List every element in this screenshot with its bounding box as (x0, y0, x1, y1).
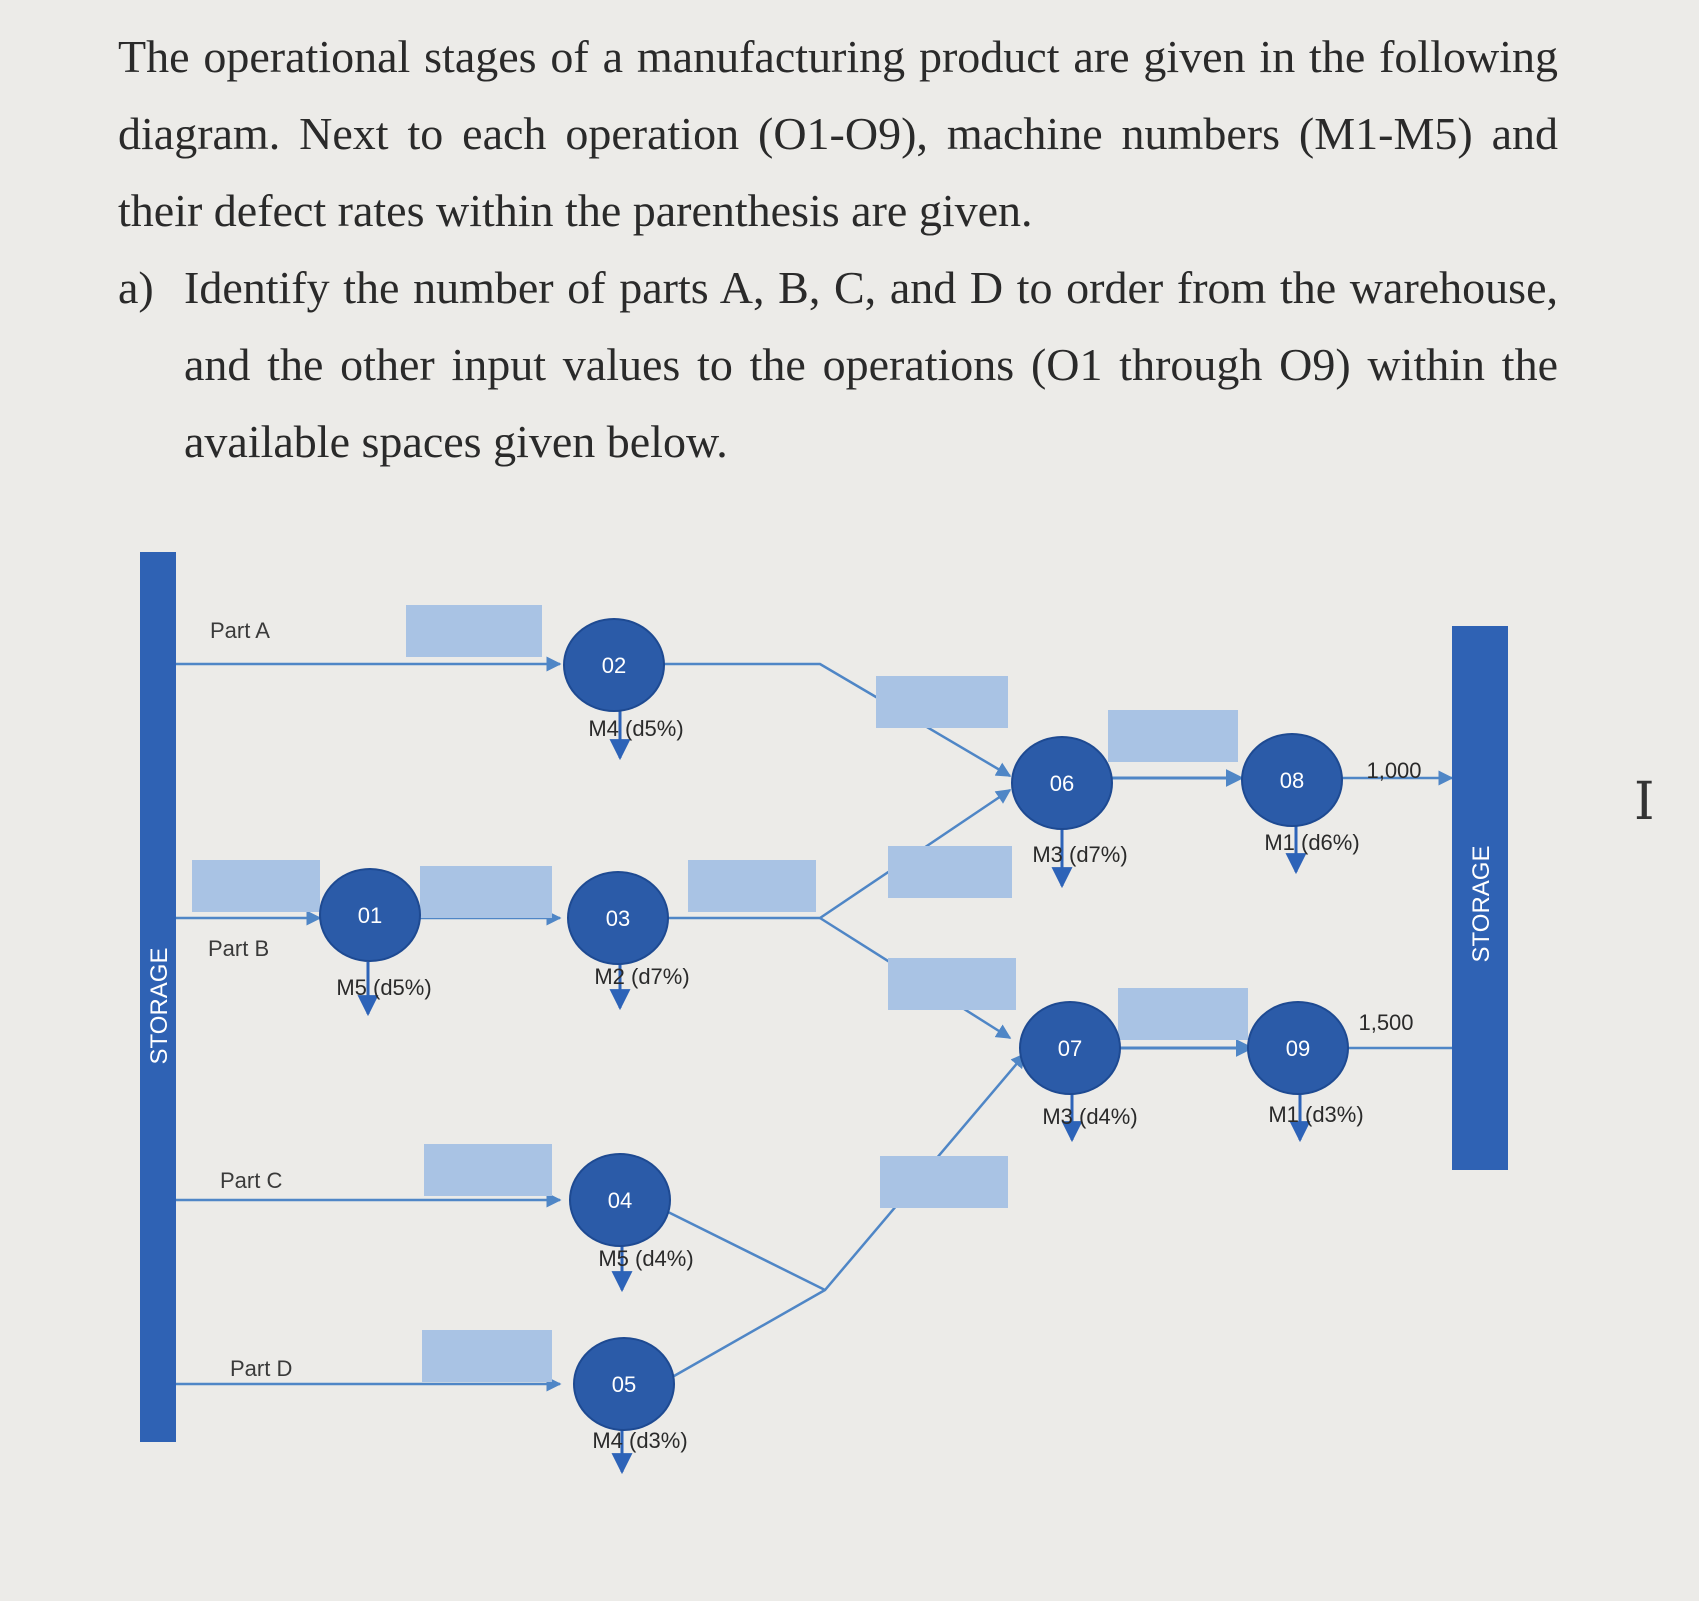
o9-machine: M1 (d3%) (1268, 1102, 1363, 1127)
o7-label: 07 (1058, 1036, 1082, 1061)
part-b-label: Part B (208, 936, 269, 961)
o3-node (567, 871, 669, 965)
o6-node (1011, 736, 1113, 830)
input-box-part-c[interactable] (424, 1144, 552, 1196)
o3-label: 03 (606, 906, 630, 931)
storage-left-label: STORAGE (146, 948, 173, 1065)
flow-line-o4-junction (659, 1206, 826, 1292)
input-box-o1-out[interactable] (420, 866, 552, 918)
question-a: a) Identify the number of parts A, B, C,… (118, 249, 1558, 480)
storage-left (140, 552, 176, 1442)
part-a-label: Part A (210, 618, 270, 643)
o8-node (1241, 733, 1343, 827)
input-box-o7-out[interactable] (1118, 988, 1248, 1040)
o1-node (319, 868, 421, 962)
o7-machine: M3 (d4%) (1042, 1104, 1137, 1129)
o8-output-value: 1,000 (1366, 758, 1421, 783)
input-box-o4-o5-out[interactable] (880, 1156, 1008, 1208)
input-boxes (192, 605, 1248, 1382)
o5-node (573, 1337, 675, 1431)
o5-label: 05 (612, 1372, 636, 1397)
o4-label: 04 (608, 1188, 632, 1213)
o5-machine: M4 (d3%) (592, 1428, 687, 1453)
question-a-marker: a) (118, 262, 154, 313)
input-box-o3-to-o7[interactable] (888, 958, 1016, 1010)
input-box-part-d[interactable] (422, 1330, 552, 1382)
question-a-text: Identify the number of parts A, B, C, an… (184, 262, 1558, 467)
input-box-o2-out[interactable] (876, 676, 1008, 728)
problem-statement: The operational stages of a manufacturin… (118, 18, 1558, 480)
o6-machine: M3 (d7%) (1032, 842, 1127, 867)
o3-machine: M2 (d7%) (594, 964, 689, 989)
o9-output-value: 1,500 (1358, 1010, 1413, 1035)
input-box-part-b[interactable] (192, 860, 320, 912)
flow-line-o5-o7 (659, 1052, 1026, 1386)
o8-machine: M1 (d6%) (1264, 830, 1359, 855)
text-cursor-icon: I (1634, 772, 1655, 832)
o9-node (1247, 1001, 1349, 1095)
o2-machine: M4 (d5%) (588, 716, 683, 741)
o4-machine: M5 (d4%) (598, 1246, 693, 1271)
input-box-o6-out[interactable] (1108, 710, 1238, 762)
o1-label: 01 (358, 903, 382, 928)
o8-label: 08 (1280, 768, 1304, 793)
storage-right (1452, 626, 1508, 1170)
defect-arrows (357, 708, 1311, 1475)
o4-node (569, 1153, 671, 1247)
o2-label: 02 (602, 653, 626, 678)
input-box-part-a[interactable] (406, 605, 542, 657)
input-box-o3-to-o6[interactable] (888, 846, 1012, 898)
o1-machine: M5 (d5%) (336, 975, 431, 1000)
problem-intro: The operational stages of a manufacturin… (118, 31, 1558, 236)
o6-label: 06 (1050, 771, 1074, 796)
o9-label: 09 (1286, 1036, 1310, 1061)
part-d-label: Part D (230, 1356, 292, 1381)
storage-right-label: STORAGE (1468, 846, 1495, 963)
input-box-o3-out[interactable] (688, 860, 816, 912)
o2-node (563, 618, 665, 712)
operation-nodes: 01 M5 (d5%) 02 M4 (d5%) 03 M2 (d7%) 04 M… (319, 618, 1364, 1453)
part-c-label: Part C (220, 1168, 282, 1193)
flow-line-o2-o6 (660, 662, 1012, 778)
o7-node (1019, 1001, 1121, 1095)
